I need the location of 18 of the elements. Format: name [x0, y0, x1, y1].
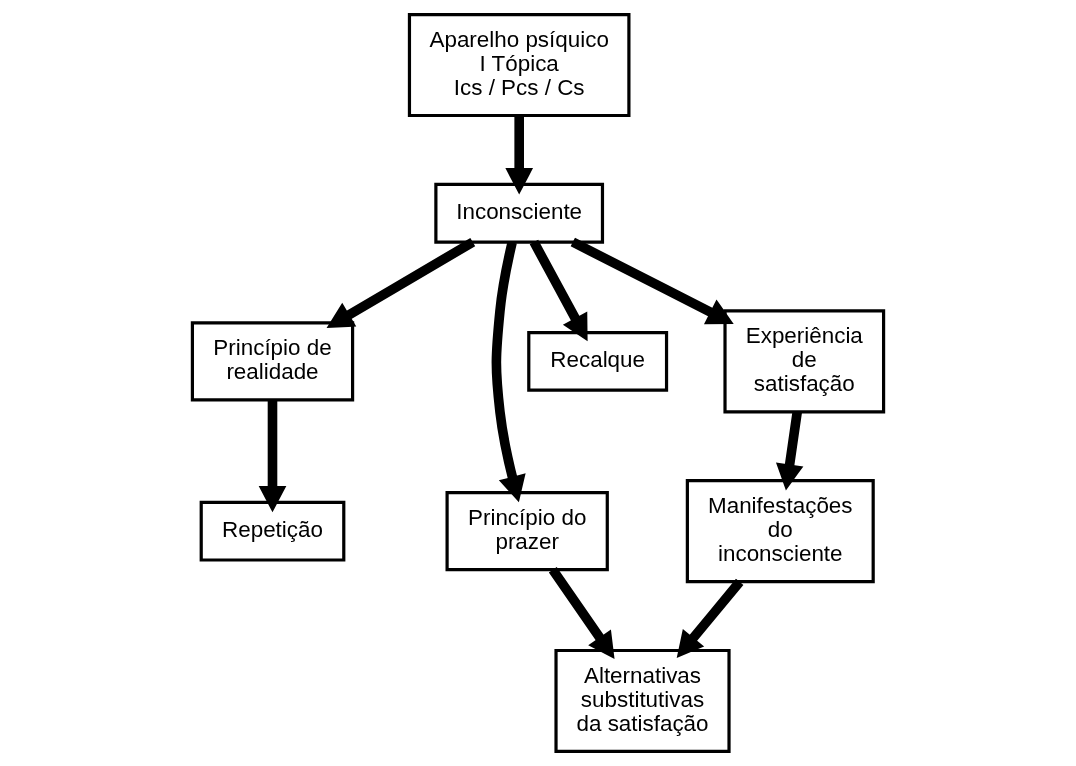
node-box: Alternativas substitutivas da satisfação	[554, 648, 731, 753]
arrow	[326, 237, 476, 329]
node-box: Repetição	[199, 500, 346, 562]
node-box: Inconsciente	[434, 182, 605, 244]
arrow	[258, 399, 287, 513]
node-box: Manifestações do inconsciente	[685, 479, 875, 584]
arrow	[570, 237, 734, 325]
node-box: Recalque	[527, 330, 669, 392]
arrow	[529, 239, 588, 342]
node-box: Experiência de satisfação	[723, 309, 886, 414]
arrow	[548, 567, 615, 659]
node-box: Princípio do prazer	[445, 491, 609, 572]
arrow	[775, 411, 804, 491]
arrow	[505, 115, 534, 195]
node-box: Aparelho psíquico I Tópica Ics / Pcs / Cs	[407, 13, 631, 118]
node-box: Princípio de realidade	[190, 321, 355, 402]
arrow	[676, 578, 744, 659]
arrow	[491, 241, 526, 503]
